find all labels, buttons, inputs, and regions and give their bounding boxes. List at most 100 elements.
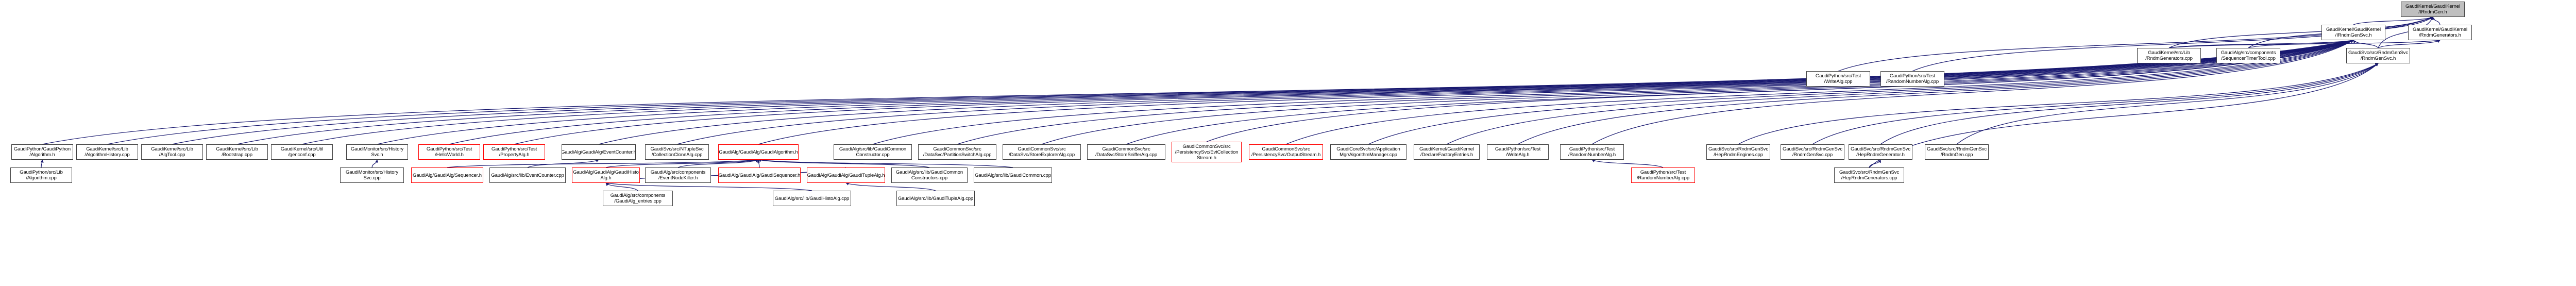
graph-node[interactable]: GaudiKernel/src/Util /genconf.cpp [271, 144, 333, 160]
graph-node[interactable]: GaudiMonitor/src/History Svc.cpp [340, 167, 404, 183]
graph-edge [42, 39, 2354, 145]
graph-node[interactable]: GaudiPython/src/Test /RandomNumberAlg.h [1560, 144, 1624, 160]
graph-edge [2248, 39, 2354, 48]
graph-node-label: GaudiCommonSvc/src /PersistencySvc/EvtCo… [1175, 143, 1239, 161]
graph-node[interactable]: GaudiAlg/src/components /GaudiAlg_entrie… [603, 191, 673, 206]
graph-edge [2378, 40, 2441, 48]
graph-node-label: GaudiCommonSvc/src /DataSvc/StoreExplore… [1008, 146, 1075, 158]
graph-node-label: GaudiKernel/src/Lib /AlgTool.cpp [151, 146, 193, 158]
graph-edge [527, 159, 599, 168]
graph-node[interactable]: GaudiCommonSvc/src /DataSvc/PartitionSwi… [918, 144, 996, 160]
graph-node-label: GaudiAlg/GaudiAlg/GaudiSequencer.h [718, 172, 801, 178]
graph-edge [107, 39, 2354, 145]
graph-node[interactable]: GaudiAlg/src/lib/GaudiCommon Constructor… [891, 167, 968, 183]
graph-node[interactable]: GaudiAlg/src/lib/GaudiHistoAlg.cpp [773, 191, 851, 206]
graph-node[interactable]: GaudiAlg/GaudiAlg/GaudiAlgorithm.h [718, 144, 799, 160]
graph-node[interactable]: GaudiCommonSvc/src /DataSvc/StoreSniffer… [1087, 144, 1165, 160]
graph-edge [1368, 40, 2354, 145]
graph-edge [2168, 39, 2441, 48]
graph-node-label: GaudiPython/src/Test /HelloWorld.h [426, 146, 472, 158]
graph-node[interactable]: GaudiMonitor/src/History Svc.h [346, 144, 408, 160]
graph-node-label: GaudiAlg/src/lib/GaudiCommon Constructor… [895, 170, 963, 181]
graph-node-label: GaudiPython/src/Test /WriteAlg.h [1495, 146, 1541, 158]
graph-edge [236, 39, 2354, 145]
graph-edge [1880, 63, 2379, 145]
graph-node[interactable]: GaudiPython/src/Test /HelloWorld.h [418, 144, 480, 160]
graph-node-label: GaudiMonitor/src/History Svc.cpp [345, 170, 399, 181]
graph-node[interactable]: GaudiPython/src/Test /WriteAlg.cpp [1806, 71, 1870, 87]
graph-node-label: GaudiAlg/src/components /SequencerTimerT… [2221, 50, 2276, 61]
graph-edge [1591, 159, 1664, 168]
graph-edge [758, 158, 1013, 168]
graph-node-label: GaudiPython/src/Test /RandomNumberAlg.cp… [1636, 170, 1690, 181]
graph-edge [40, 159, 44, 168]
graph-node[interactable]: GaudiAlg/GaudiAlg/EventCounter.h [562, 144, 636, 160]
graph-node[interactable]: GaudiAlg/src/lib/EventCounter.cpp [489, 167, 566, 183]
graph-edge [605, 182, 638, 191]
graph-edge [598, 39, 2354, 145]
graph-node[interactable]: GaudiKernel/src/Lib /AlgTool.cpp [141, 144, 203, 160]
graph-node-label: GaudiSvc/src/RndmGenSvc /HepRndmGenerato… [1851, 146, 1910, 158]
graph-node[interactable]: GaudiSvc/src/RndmGenSvc /HepRndmEngines.… [1706, 144, 1770, 160]
graph-edge [514, 39, 2354, 145]
graph-edge [757, 159, 760, 168]
graph-node[interactable]: GaudiPython/src/Test /PropertyAlg.h [483, 144, 545, 160]
graph-node[interactable]: GaudiSvc/src/NTupleSvc /CollectionCloneA… [645, 144, 709, 160]
graph-node-label: GaudiKernel/GaudiKernel /IRndmGen.h [2405, 4, 2460, 15]
graph-edge [872, 39, 2354, 145]
graph-node[interactable]: GaudiSvc/src/RndmGenSvc /RndmGen.cpp [1925, 144, 1989, 160]
graph-node[interactable]: GaudiAlg/src/lib/GaudiCommon Constructor… [834, 144, 912, 160]
graph-node-label: GaudiSvc/src/RndmGenSvc /RndmGenSvc.cpp [1783, 146, 1842, 158]
graph-edge [605, 159, 759, 168]
graph-node[interactable]: GaudiPython/src/Lib /Algorithm.cpp [10, 167, 72, 183]
graph-node[interactable]: GaudiKernel/src/Lib /Bootstrap.cpp [206, 144, 268, 160]
graph-node-root[interactable]: GaudiKernel/GaudiKernel /IRndmGen.h [2401, 2, 2465, 17]
graph-node[interactable]: GaudiKernel/GaudiKernel /DeclareFactoryE… [1414, 144, 1480, 160]
graph-node-label: GaudiAlg/src/lib/GaudiHistoAlg.cpp [774, 195, 850, 201]
graph-node[interactable]: GaudiPython/src/Test /RandomNumberAlg.cp… [1631, 167, 1695, 183]
graph-edge [676, 39, 2354, 145]
graph-node-label: GaudiCommonSvc/src /PersistencySvc/Outpu… [1251, 146, 1321, 158]
graph-node-label: GaudiSvc/src/RndmGenSvc /RndmGenSvc.h [2348, 50, 2408, 61]
graph-node-label: GaudiPython/src/Lib /Algorithm.cpp [20, 170, 63, 181]
graph-node-label: GaudiAlg/src/components /GaudiAlg_entrie… [610, 193, 666, 204]
graph-node-label: GaudiAlg/src/components /EventNodeKiller… [650, 170, 706, 181]
graph-node[interactable]: GaudiAlg/GaudiAlg/Sequencer.h [411, 167, 483, 183]
graph-node[interactable]: GaudiAlg/GaudiAlg/GaudiHisto Alg.h [572, 167, 640, 183]
graph-node[interactable]: GaudiAlg/GaudiAlg/GaudiSequencer.h [718, 167, 801, 183]
graph-node[interactable]: GaudiCommonSvc/src /PersistencySvc/EvtCo… [1172, 142, 1242, 162]
graph-node[interactable]: GaudiKernel/src/Lib /RndmGenerators.cpp [2137, 48, 2201, 63]
graph-edge [447, 158, 759, 168]
graph-node[interactable]: GaudiAlg/src/components /EventNodeKiller… [645, 167, 711, 183]
graph-node-label: GaudiPython/src/Test /RandomNumberAlg.h [1568, 146, 1616, 158]
graph-node[interactable]: GaudiSvc/src/RndmGenSvc /RndmGenSvc.h [2346, 48, 2410, 63]
graph-node[interactable]: GaudiAlg/src/lib/GaudiCommon.cpp [974, 167, 1052, 183]
graph-edge [449, 39, 2354, 145]
graph-edge [605, 181, 812, 191]
graph-node[interactable]: GaudiSvc/src/RndmGenSvc /HepRndmGenerato… [1849, 144, 1912, 160]
graph-node[interactable]: GaudiPython/src/Test /WriteAlg.h [1487, 144, 1549, 160]
graph-node-label: GaudiKernel/src/Util /genconf.cpp [280, 146, 324, 158]
graph-node[interactable]: GaudiSvc/src/RndmGenSvc /RndmGenSvc.cpp [1781, 144, 1844, 160]
graph-node[interactable]: GaudiAlg/src/lib/GaudiTupleAlg.cpp [896, 191, 975, 206]
graph-node-label: GaudiAlg/src/lib/GaudiTupleAlg.cpp [897, 195, 974, 201]
graph-node[interactable]: GaudiKernel/GaudiKernel /RndmGenerators.… [2408, 25, 2472, 40]
graph-node[interactable]: GaudiKernel/src/Lib /AlgorithmHistory.cp… [76, 144, 138, 160]
graph-node-label: GaudiCommonSvc/src /DataSvc/StoreSniffer… [1095, 146, 1158, 158]
graph-edge [677, 159, 759, 168]
graph-node-label: GaudiSvc/src/RndmGenSvc /HepRndmGenerato… [1839, 170, 1899, 181]
graph-node-label: GaudiKernel/GaudiKernel /IRndmGenSvc.h [2326, 27, 2381, 38]
graph-node[interactable]: GaudiPython/src/Test /RandomNumberAlg.cp… [1880, 71, 1944, 87]
graph-node-label: GaudiSvc/src/NTupleSvc /CollectionCloneA… [650, 146, 704, 158]
graph-node[interactable]: GaudiCommonSvc/src /DataSvc/StoreExplore… [1003, 144, 1081, 160]
graph-node[interactable]: GaudiPython/GaudiPython /Algorithm.h [11, 144, 73, 160]
graph-edge [2353, 16, 2433, 25]
graph-node[interactable]: GaudiCoreSvc/src/Application Mgr/Algorit… [1330, 144, 1406, 160]
graph-node[interactable]: GaudiAlg/GaudiAlg/GaudiTupleAlg.h [807, 167, 885, 183]
graph-node[interactable]: GaudiAlg/src/components /SequencerTimerT… [2216, 48, 2280, 63]
graph-node[interactable]: GaudiSvc/src/RndmGenSvc /HepRndmGenerato… [1834, 167, 1904, 183]
graph-node[interactable]: GaudiCommonSvc/src /PersistencySvc/Outpu… [1249, 144, 1323, 160]
graph-node[interactable]: GaudiKernel/GaudiKernel /IRndmGenSvc.h [2321, 25, 2385, 40]
graph-node-label: GaudiCoreSvc/src/Application Mgr/Algorit… [1336, 146, 1400, 158]
